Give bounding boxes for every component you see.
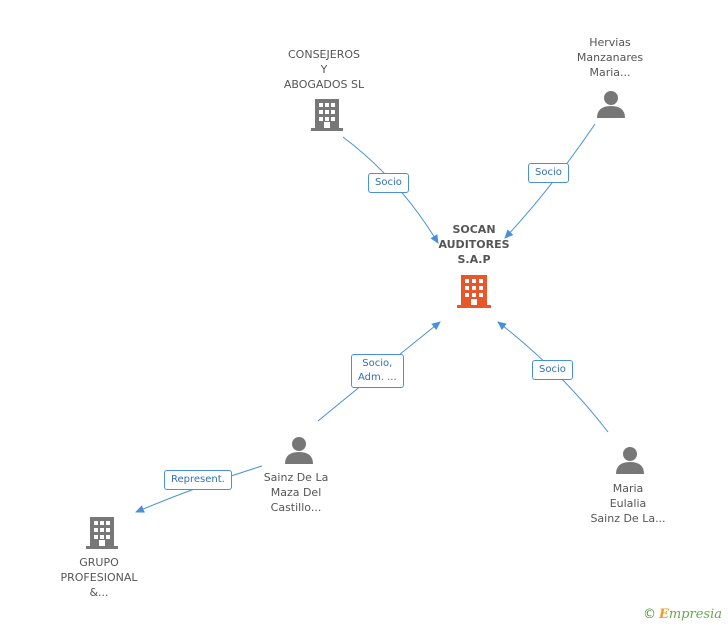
- person-icon[interactable]: [615, 445, 645, 475]
- edge-tag-sainz-socio-adm[interactable]: Socio, Adm. ...: [351, 354, 404, 388]
- node-label-line: PROFESIONAL: [60, 571, 138, 584]
- node-label-line: Maria: [612, 482, 644, 495]
- edge-tag-text: Socio: [375, 177, 402, 188]
- node-sainz-maza-label[interactable]: Sainz De La Maza Del Castillo...: [236, 470, 356, 515]
- building-icon[interactable]: [311, 97, 343, 132]
- building-icon[interactable]: [86, 515, 118, 550]
- edge-tag-text: Adm. ...: [358, 372, 397, 383]
- node-label-line: &...: [89, 586, 109, 599]
- center-building-icon[interactable]: [457, 273, 491, 309]
- edge-hervias-to-socan: [504, 123, 596, 239]
- node-label-line: CONSEJEROS: [288, 48, 360, 61]
- person-icon[interactable]: [284, 435, 314, 465]
- node-label-line: Maza Del: [270, 486, 322, 499]
- brand-name: mpresia: [668, 607, 722, 622]
- node-maria-eulalia-label[interactable]: Maria Eulalia Sainz De La...: [568, 481, 688, 526]
- node-label-line: GRUPO: [79, 556, 119, 569]
- edge-tag-text: Socio,: [362, 358, 393, 369]
- node-label-line: Manzanares: [576, 51, 644, 64]
- center-node-label[interactable]: SOCAN AUDITORES S.A.P: [430, 222, 518, 267]
- copyright-symbol: ©: [642, 607, 656, 622]
- empresia-brand[interactable]: ©Empresia: [643, 607, 722, 622]
- brand-initial: E: [658, 607, 669, 622]
- edge-tag-text: Socio: [535, 167, 562, 178]
- edge-tag-text: Represent.: [171, 474, 225, 485]
- node-label-line: Maria...: [589, 66, 631, 79]
- edge-tag-eulalia-socio[interactable]: Socio: [532, 360, 573, 380]
- node-label-line: Eulalia: [609, 497, 647, 510]
- node-grupo-label[interactable]: GRUPO PROFESIONAL &...: [39, 555, 159, 600]
- node-label-line: Sainz De La...: [590, 512, 666, 525]
- node-label-line: Castillo...: [270, 501, 322, 514]
- node-consejeros-label[interactable]: CONSEJEROS Y ABOGADOS SL: [264, 47, 384, 92]
- center-label-line: SOCAN: [452, 223, 496, 236]
- center-label-line: AUDITORES: [438, 238, 510, 251]
- person-icon[interactable]: [596, 89, 626, 119]
- node-hervias-label[interactable]: Hervias Manzanares Maria...: [550, 35, 670, 80]
- node-label-line: Hervias: [589, 36, 631, 49]
- node-label-line: ABOGADOS SL: [283, 78, 365, 91]
- node-label-line: Y: [320, 63, 328, 76]
- edge-tag-sainz-represent[interactable]: Represent.: [164, 470, 232, 490]
- center-label-line: S.A.P: [457, 253, 491, 266]
- edge-tag-text: Socio: [539, 364, 566, 375]
- edge-tag-hervias-socio[interactable]: Socio: [528, 163, 569, 183]
- edge-tag-consejeros-socio[interactable]: Socio: [368, 173, 409, 193]
- node-label-line: Sainz De La: [263, 471, 329, 484]
